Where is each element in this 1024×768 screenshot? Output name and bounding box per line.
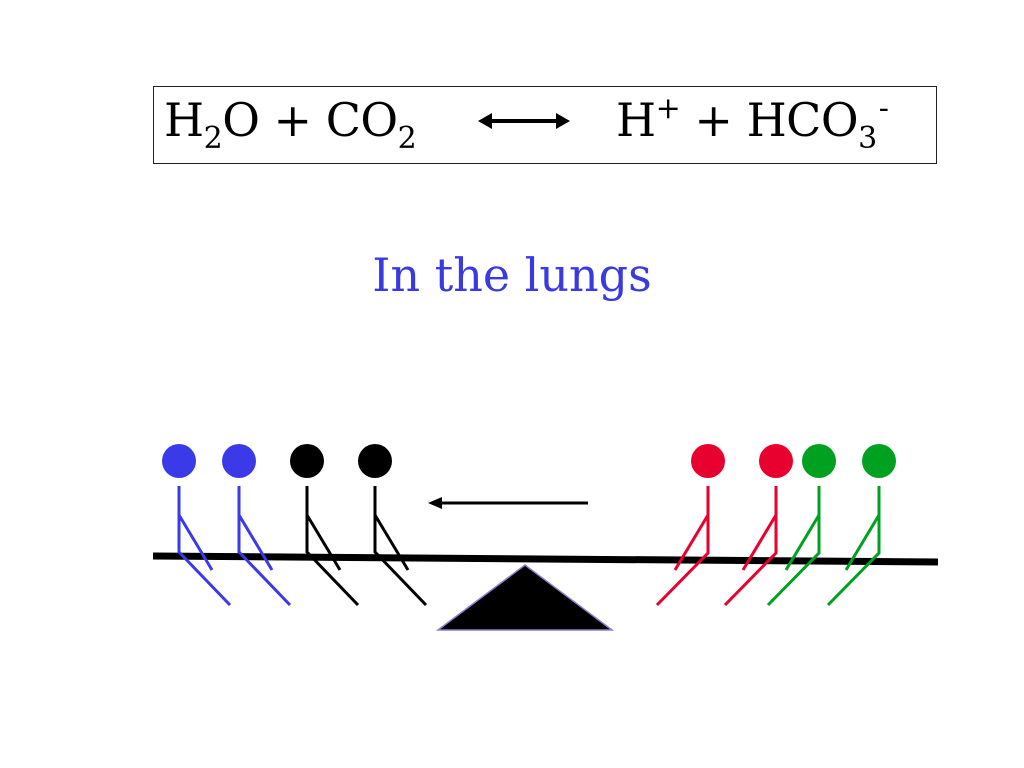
figure-head (802, 444, 836, 478)
stick-figure-black-4 (358, 444, 428, 607)
fulcrum-triangle (435, 564, 615, 631)
stick-figure-blue-1 (162, 444, 232, 607)
balance-beam (152, 552, 939, 566)
caption-in-the-lungs: In the lungs (372, 248, 652, 302)
figure-legs (373, 515, 428, 607)
figure-legs (305, 515, 360, 607)
left-arrow-icon (428, 497, 588, 509)
figure-legs (766, 515, 821, 607)
figure-legs (237, 515, 292, 607)
stick-figure-green-3 (766, 444, 836, 607)
figure-head (862, 444, 896, 478)
figure-legs (655, 515, 710, 607)
equation-reactants: H2O + CO2 (164, 93, 417, 156)
figure-legs (826, 515, 881, 607)
figure-head (759, 444, 793, 478)
figure-head (162, 444, 196, 478)
double-arrow-icon (478, 113, 570, 129)
stick-figure-red-2 (723, 444, 793, 607)
figures-layer (162, 444, 896, 607)
stick-figure-red-1 (655, 444, 725, 607)
figure-head (358, 444, 392, 478)
figure-head (691, 444, 725, 478)
stick-figure-black-3 (290, 444, 360, 607)
stick-figure-green-4 (826, 444, 896, 607)
figure-head (222, 444, 256, 478)
equation-products: H+ + HCO3- (616, 91, 889, 156)
equation-box: H2O + CO2 H+ + HCO3- (153, 86, 937, 164)
stick-figure-blue-2 (222, 444, 292, 607)
figure-legs (723, 515, 778, 607)
figure-legs (177, 515, 232, 607)
figure-head (290, 444, 324, 478)
